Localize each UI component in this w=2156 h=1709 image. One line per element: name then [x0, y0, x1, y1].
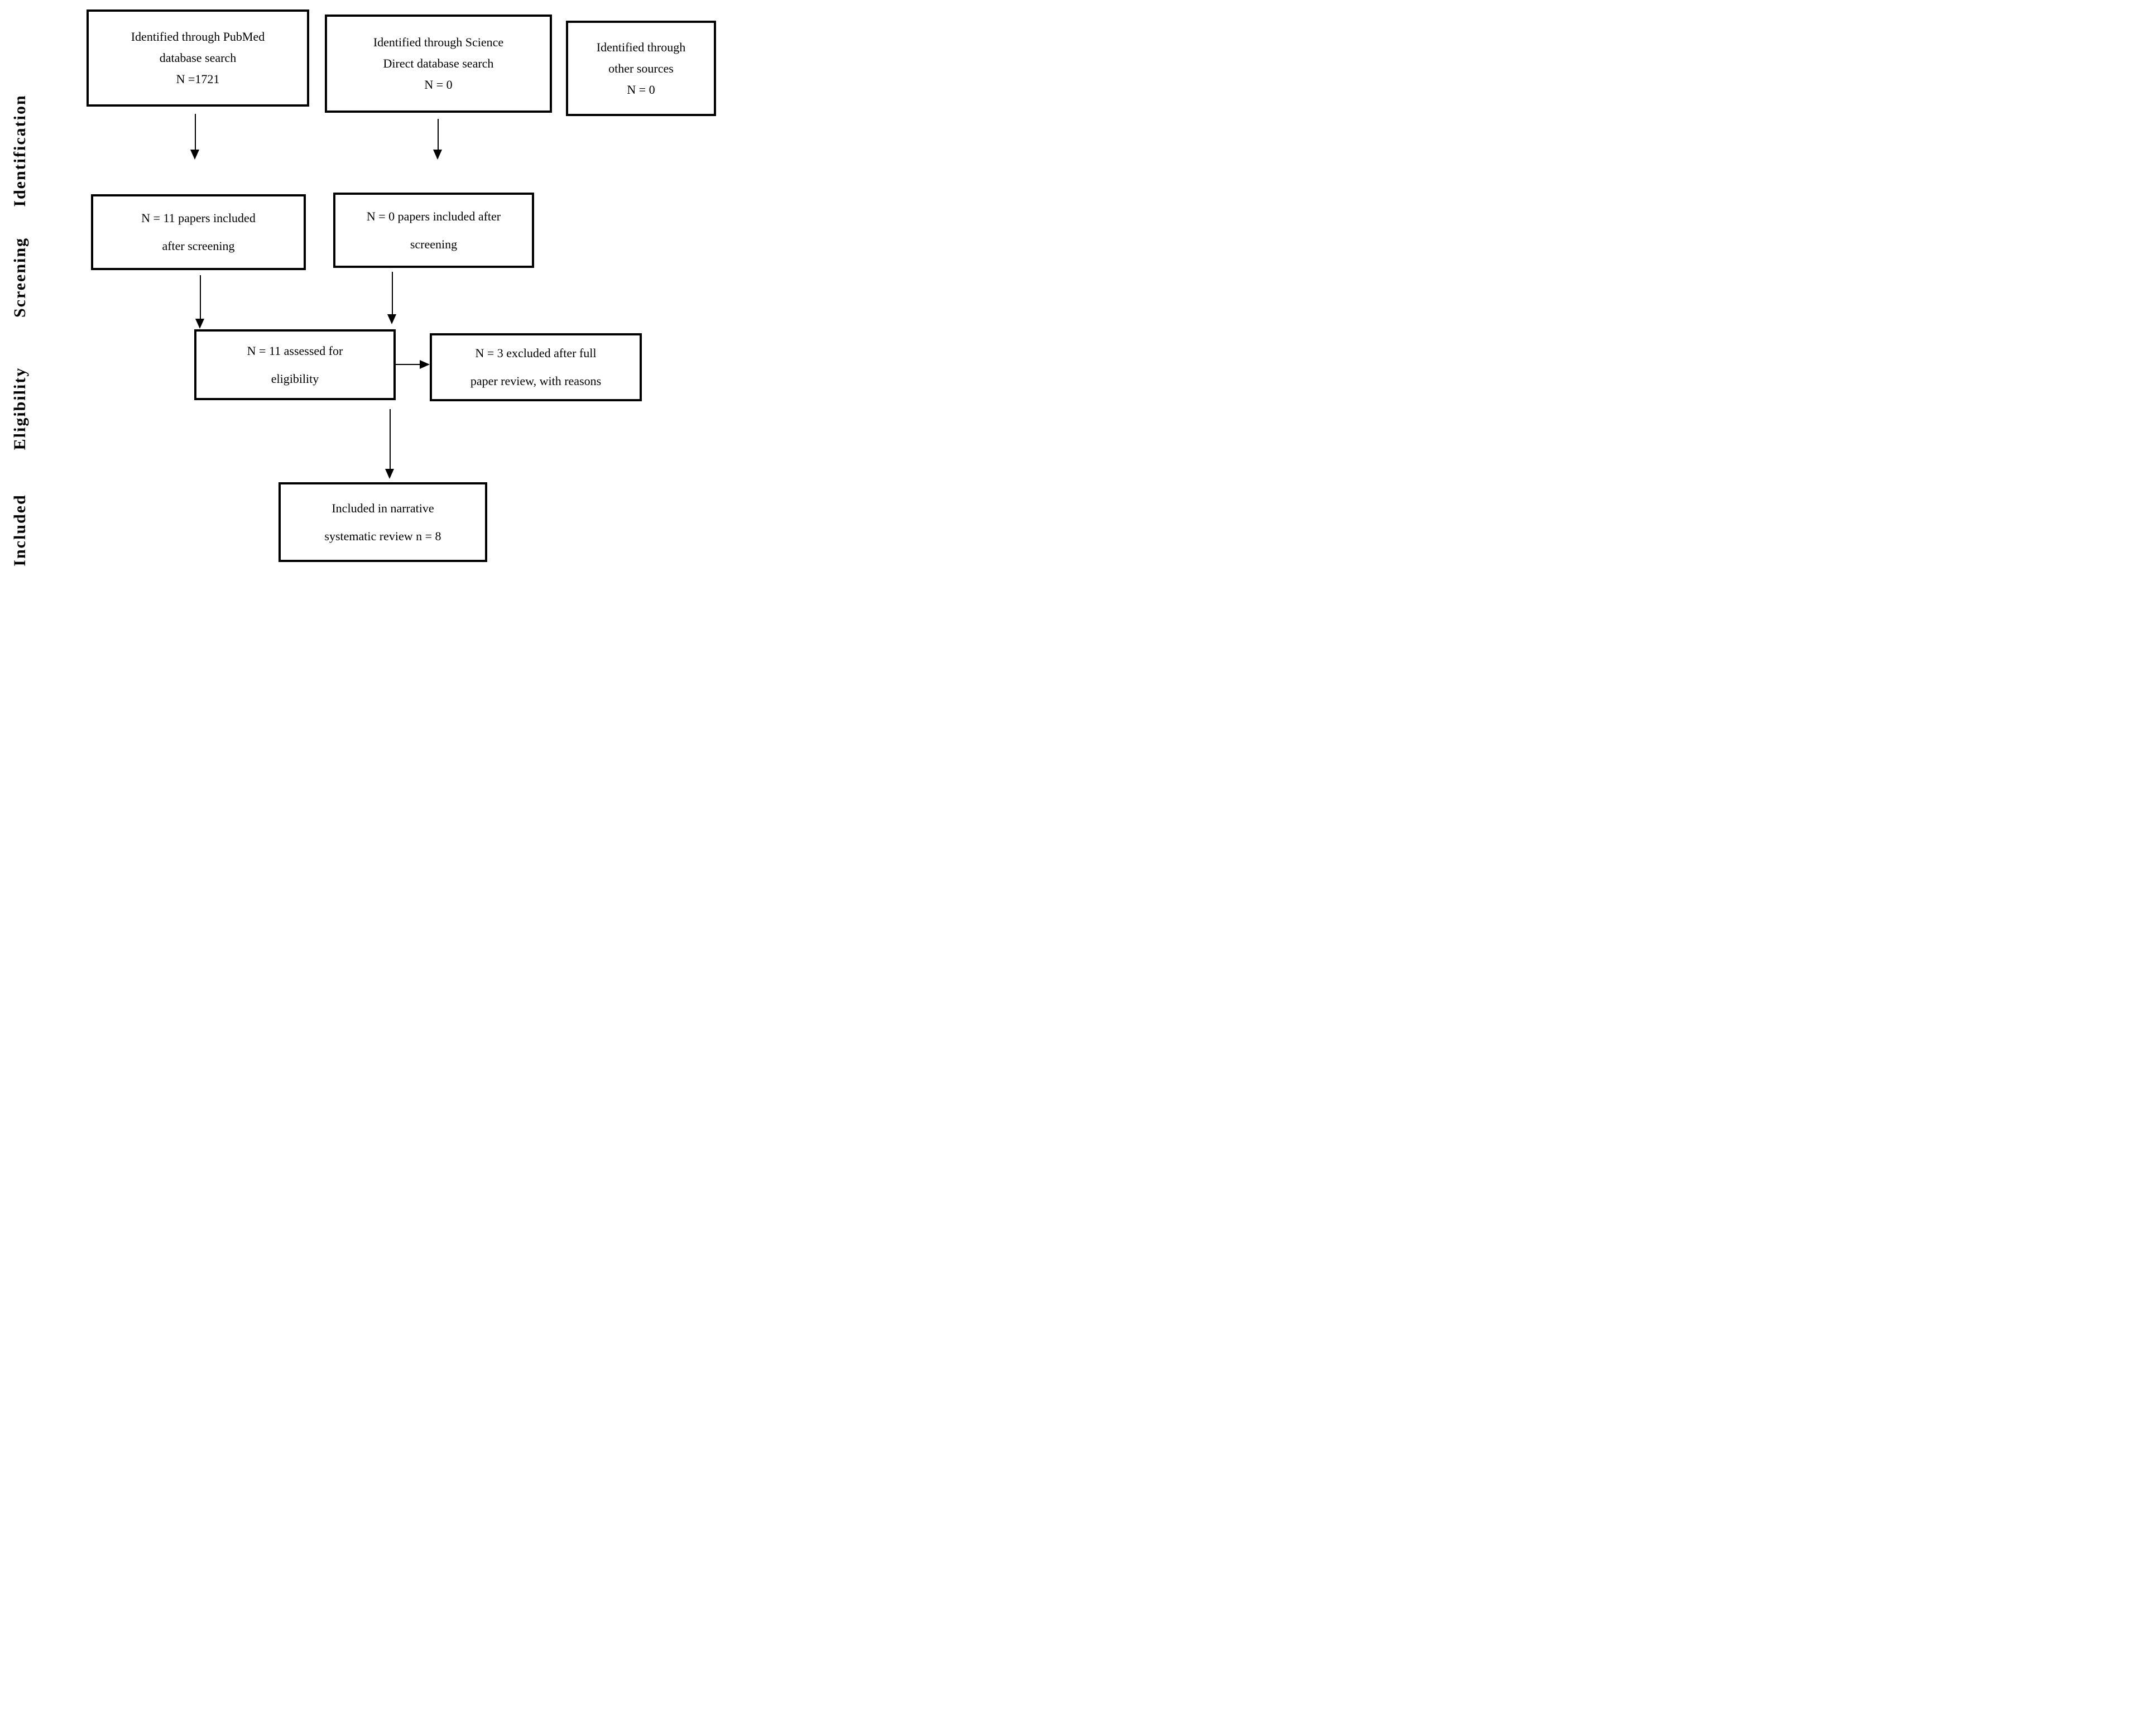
box-identified-science-direct: Identified through Science Direct databa…	[325, 15, 552, 113]
box-text-line: Identified through Science	[373, 35, 504, 49]
box-text-line: N =1721	[176, 72, 220, 86]
box-text-line: screening	[410, 237, 458, 251]
arrow-line	[390, 409, 391, 469]
arrowhead-down-icon	[195, 319, 204, 329]
box-text-line: N = 0	[627, 82, 655, 97]
box-text-line: paper review, with reasons	[470, 374, 602, 388]
box-text-line: other sources	[608, 61, 674, 75]
stage-label-eligibility: Eligibility	[11, 367, 29, 450]
box-text-line: after screening	[162, 239, 235, 253]
box-text-line: systematic review n = 8	[324, 529, 441, 543]
box-text-line: N = 0 papers included after	[366, 209, 501, 223]
box-identified-other-sources: Identified through other sources N = 0	[566, 21, 716, 116]
arrow-line	[396, 364, 420, 365]
box-text-line: N = 11 assessed for	[247, 343, 343, 358]
arrowhead-down-icon	[385, 469, 394, 479]
box-text-line: Direct database search	[383, 56, 494, 70]
box-text-line: N = 11 papers included	[141, 211, 256, 225]
prisma-flow-diagram: Identification Screening Eligibility Inc…	[0, 0, 719, 570]
box-identified-pubmed: Identified through PubMed database searc…	[87, 9, 309, 107]
box-included-in-review: Included in narrative systematic review …	[278, 482, 487, 562]
box-text-line: Identified through PubMed	[131, 30, 265, 44]
box-assessed-for-eligibility: N = 11 assessed for eligibility	[194, 329, 396, 400]
stage-label-included: Included	[11, 494, 29, 567]
arrow-line	[438, 119, 439, 150]
box-text-line: Included in narrative	[332, 501, 434, 515]
box-text-line: database search	[159, 51, 237, 65]
arrowhead-down-icon	[190, 150, 199, 160]
arrowhead-down-icon	[433, 150, 442, 160]
arrow-line	[200, 275, 201, 319]
box-pubmed-after-screening: N = 11 papers included after screening	[91, 194, 306, 270]
stage-label-identification: Identification	[11, 94, 29, 207]
arrow-line	[195, 114, 196, 150]
box-text-line: N = 3 excluded after full	[475, 346, 597, 360]
stage-label-screening: Screening	[11, 237, 29, 318]
box-text-line: eligibility	[271, 371, 319, 386]
box-text-line: N = 0	[424, 78, 453, 92]
arrow-line	[392, 272, 393, 315]
arrowhead-right-icon	[420, 360, 430, 369]
box-text-line: Identified through	[596, 40, 686, 54]
box-science-direct-after-screening: N = 0 papers included after screening	[333, 193, 534, 268]
box-excluded-after-full-review: N = 3 excluded after full paper review, …	[430, 333, 642, 401]
arrowhead-down-icon	[387, 314, 396, 324]
